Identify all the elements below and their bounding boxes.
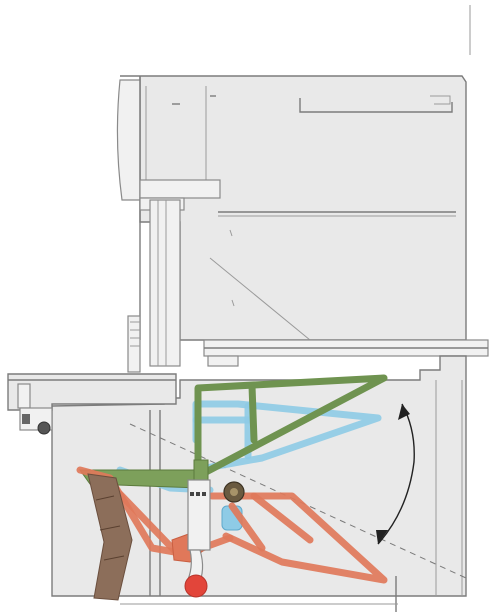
side-tray (7, 373, 177, 435)
output-rail (203, 339, 489, 367)
red-roller (184, 574, 208, 598)
brown-arm (87, 473, 133, 601)
upper-housing (116, 75, 467, 373)
arc-arrow-icon (376, 403, 415, 545)
